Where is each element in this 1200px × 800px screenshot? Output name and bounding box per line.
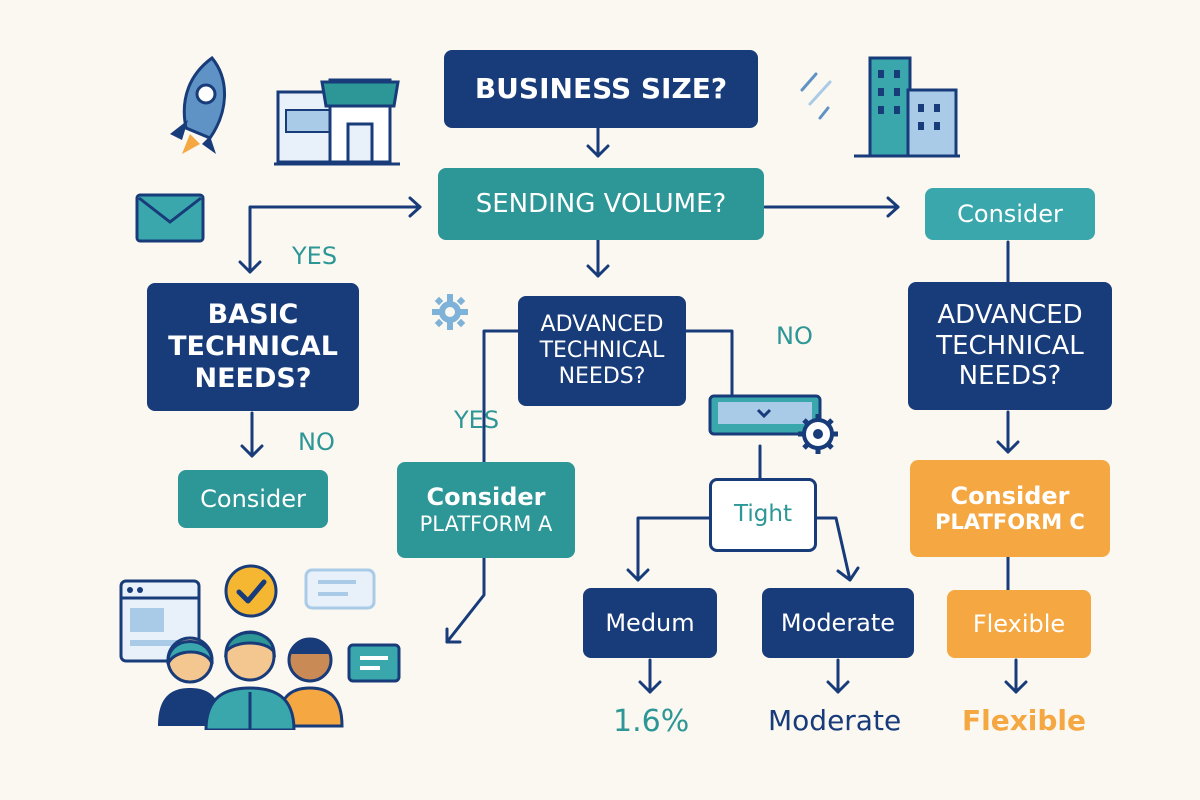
sending-volume-label: SENDING VOLUME? bbox=[475, 188, 727, 219]
checkmark-badge-icon bbox=[224, 564, 278, 618]
basic-technical-line3: NEEDS? bbox=[194, 362, 312, 394]
basic-technical-needs-node: BASIC TECHNICAL NEEDS? bbox=[147, 283, 359, 411]
tight-node: Tight bbox=[709, 478, 817, 552]
basic-technical-line1: BASIC bbox=[207, 299, 299, 331]
sparkle-lines-icon bbox=[800, 72, 832, 120]
advanced-technical-needs-center-node: ADVANCED TECHNICAL NEEDS? bbox=[518, 296, 686, 406]
gear-icon bbox=[432, 294, 468, 330]
moderate-box-label: Moderate bbox=[780, 608, 896, 637]
flexible-box-node: Flexible bbox=[947, 590, 1091, 658]
result-moderate: Moderate bbox=[768, 704, 902, 737]
storefront-icon bbox=[274, 78, 400, 166]
business-size-node: BUSINESS SIZE? bbox=[444, 50, 758, 128]
consider-top-right-node: Consider bbox=[925, 188, 1095, 240]
team-people-icon bbox=[158, 630, 344, 730]
sending-volume-node: SENDING VOLUME? bbox=[438, 168, 764, 240]
advanced-right-line2: TECHNICAL bbox=[936, 330, 1084, 361]
no-center-label: NO bbox=[776, 322, 813, 350]
advanced-right-line3: NEEDS? bbox=[958, 361, 1062, 392]
advanced-center-line2: TECHNICAL bbox=[539, 338, 665, 364]
basic-technical-line2: TECHNICAL bbox=[168, 331, 338, 363]
advanced-technical-needs-right-node: ADVANCED TECHNICAL NEEDS? bbox=[908, 282, 1112, 410]
city-buildings-icon bbox=[854, 56, 960, 158]
platform-c-line1: Consider bbox=[950, 481, 1070, 510]
consider-left-node: Consider bbox=[178, 470, 328, 528]
flexible-box-label: Flexible bbox=[972, 609, 1066, 638]
chat-bubble-icon bbox=[304, 568, 376, 610]
advanced-right-line1: ADVANCED bbox=[937, 299, 1083, 330]
yes-center-label: YES bbox=[454, 406, 500, 434]
computer-gear-icon bbox=[708, 394, 838, 454]
result-flexible: Flexible bbox=[962, 704, 1087, 737]
yes-left-label: YES bbox=[292, 242, 338, 270]
platform-a-line2: PLATFORM A bbox=[419, 511, 553, 536]
medum-node: Medum bbox=[583, 588, 717, 658]
moderate-box-node: Moderate bbox=[762, 588, 914, 658]
advanced-center-line1: ADVANCED bbox=[540, 312, 664, 338]
consider-top-right-label: Consider bbox=[957, 199, 1063, 228]
platform-c-line2: PLATFORM C bbox=[935, 510, 1085, 535]
result-percent: 1.6% bbox=[613, 704, 690, 739]
rocket-icon bbox=[170, 55, 226, 154]
consider-platform-a-node: Consider PLATFORM A bbox=[397, 462, 575, 558]
advanced-center-line3: NEEDS? bbox=[558, 363, 646, 389]
medum-label: Medum bbox=[605, 608, 695, 637]
consider-left-label: Consider bbox=[200, 484, 306, 513]
envelope-icon bbox=[135, 193, 205, 243]
platform-a-line1: Consider bbox=[426, 483, 546, 512]
no-left-label: NO bbox=[298, 428, 335, 456]
business-size-label: BUSINESS SIZE? bbox=[474, 72, 728, 106]
tight-label: Tight bbox=[734, 501, 792, 528]
consider-platform-c-node: Consider PLATFORM C bbox=[910, 460, 1110, 557]
message-card-icon bbox=[347, 643, 401, 683]
